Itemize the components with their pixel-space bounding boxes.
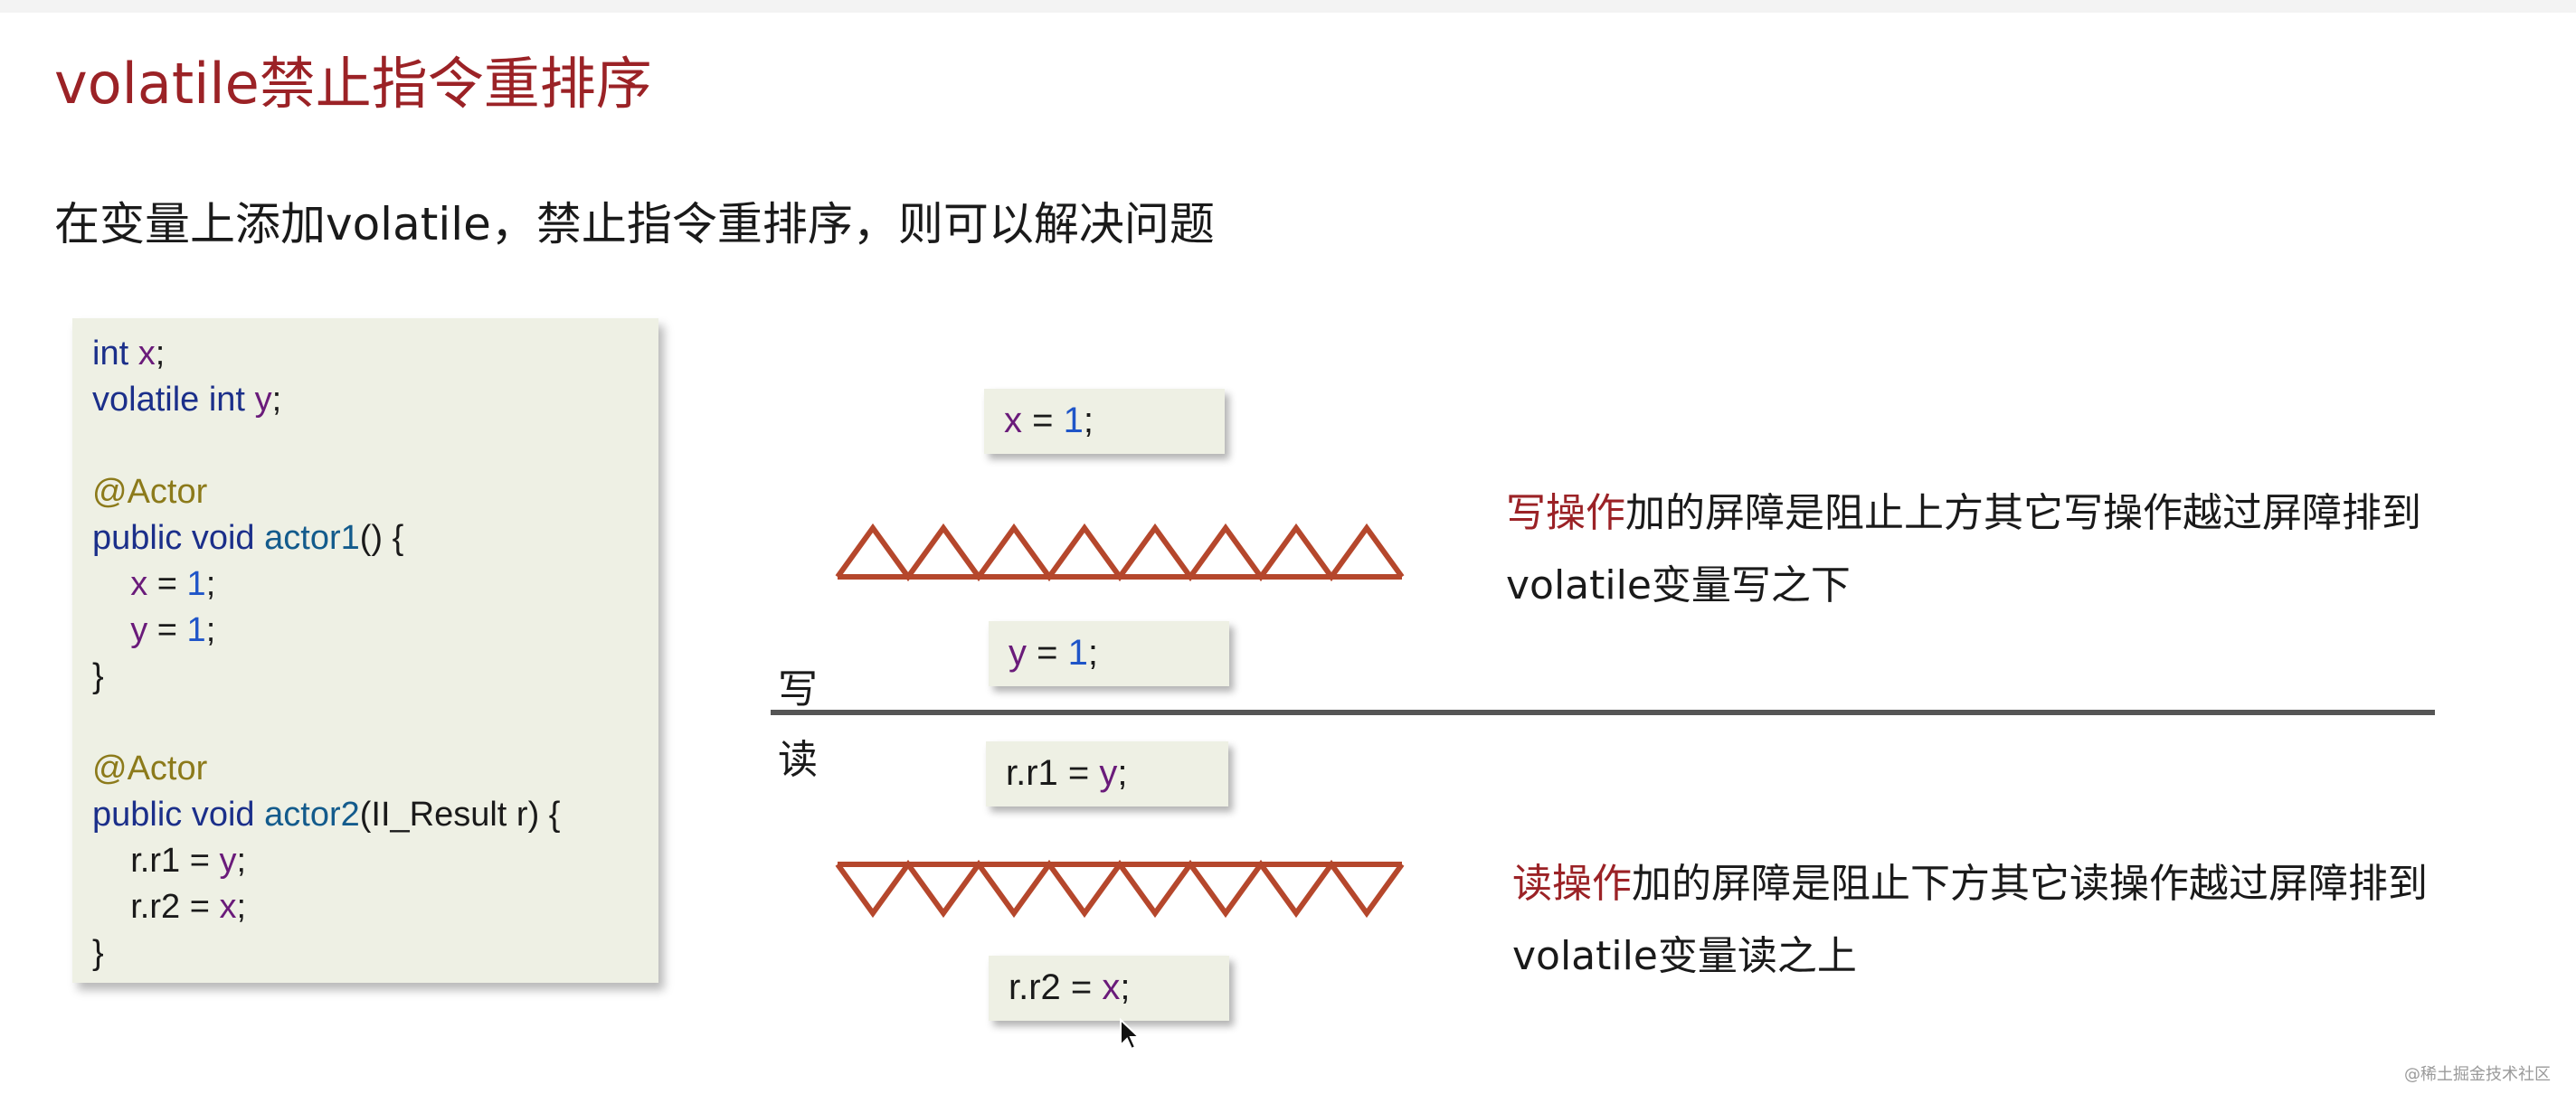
code-line-12: r.r1 = y; <box>130 842 247 880</box>
code-variable: x <box>137 335 156 373</box>
code-variable: x <box>219 888 237 926</box>
slide-subtitle: 在变量上添加volatile，禁止指令重排序，则可以解决问题 <box>54 198 1215 250</box>
code-keyword: public void <box>92 519 255 557</box>
code-line-blank <box>92 423 658 469</box>
read-op-highlight: 读操作 <box>1512 861 1632 907</box>
read-barrier <box>835 859 1405 919</box>
code-number: 1 <box>186 611 206 649</box>
code-line-14: } <box>92 934 104 972</box>
code-line-10: @Actor <box>92 746 658 792</box>
code-line-4: @Actor <box>92 469 658 515</box>
code-line-7: y = 1; <box>130 611 216 649</box>
code-number: 1 <box>186 565 206 603</box>
top-strip <box>0 0 2576 13</box>
code-panel: int x; volatile int y; @Actor public voi… <box>72 318 658 983</box>
code-line-6: x = 1; <box>130 565 216 603</box>
read-barrier-note: 读操作加的屏障是阻止下方其它读操作越过屏障排到volatile变量读之上 <box>1512 848 2453 993</box>
code-variable: y <box>219 842 237 880</box>
statement-x-assign: x = 1; <box>984 389 1225 454</box>
code-function-name: actor2 <box>264 796 360 834</box>
code-keyword: int <box>92 335 129 373</box>
code-variable: y <box>130 611 148 649</box>
code-line-8: } <box>92 657 104 695</box>
write-read-divider <box>771 710 2435 715</box>
code-variable: x <box>130 565 148 603</box>
code-annotation: @Actor <box>92 750 208 787</box>
code-variable: y <box>254 381 272 419</box>
write-op-highlight: 写操作 <box>1506 490 1625 536</box>
write-note-text: 加的屏障是阻止上方其它写操作越过屏障排到volatile变量写之下 <box>1506 490 2421 608</box>
code-keyword: int <box>208 381 245 419</box>
code-line-13: r.r2 = x; <box>130 888 247 926</box>
read-note-text: 加的屏障是阻止下方其它读操作越过屏障排到volatile变量读之上 <box>1512 861 2428 979</box>
write-barrier-note: 写操作加的屏障是阻止上方其它写操作越过屏障排到volatile变量写之下 <box>1506 477 2447 622</box>
slide-title: volatile禁止指令重排序 <box>54 51 652 117</box>
code-keyword: volatile <box>92 381 200 419</box>
code-line-11: public void actor2(II_Result r) { <box>92 796 561 834</box>
code-function-name: actor1 <box>264 519 360 557</box>
read-label: 读 <box>778 737 818 783</box>
code-line-5: public void actor1() { <box>92 519 404 557</box>
write-label: 写 <box>778 666 818 712</box>
code-line-2: volatile int y; <box>92 381 282 419</box>
code-line-1: int x; <box>92 335 166 373</box>
code-line-blank <box>92 700 658 746</box>
code-annotation: @Actor <box>92 473 208 511</box>
statement-r2-read: r.r2 = x; <box>989 956 1229 1021</box>
statement-y-assign: y = 1; <box>989 621 1229 686</box>
statement-r1-read: r.r1 = y; <box>986 741 1228 806</box>
write-barrier <box>835 523 1405 582</box>
code-keyword: public void <box>92 796 255 834</box>
watermark: @稀土掘金技术社区 <box>2404 1065 2551 1084</box>
mouse-cursor-icon <box>1120 1018 1141 1051</box>
